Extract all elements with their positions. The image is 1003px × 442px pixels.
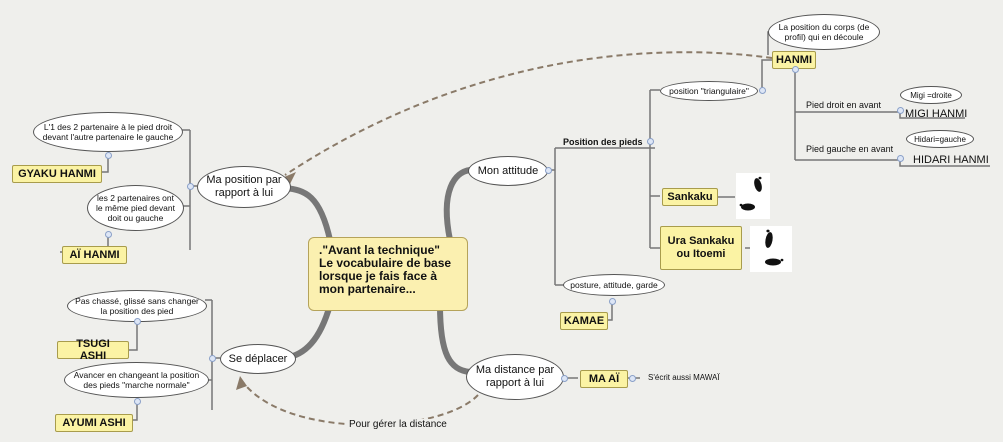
posture-attitude-garde[interactable]: posture, attitude, garde (563, 274, 665, 296)
tsugi-ashi-label[interactable]: TSUGI ASHI (57, 338, 129, 362)
branch-mon-attitude[interactable]: Mon attitude (468, 156, 548, 186)
ma-ai-label[interactable]: MA AÏ (580, 370, 628, 388)
collapse-dot-icon[interactable] (209, 355, 216, 362)
central-topic[interactable]: ."Avant la technique" Le vocabulaire de … (308, 237, 468, 311)
gyaku-hanmi-label[interactable]: GYAKU HANMI (12, 165, 102, 183)
collapse-dot-icon[interactable] (792, 66, 799, 73)
collapse-dot-icon[interactable] (647, 138, 654, 145)
position-triangulaire[interactable]: position "triangulaire" (660, 81, 758, 101)
migi-description[interactable]: Migi =droite (900, 86, 962, 104)
branch-ma-position[interactable]: Ma position par rapport à lui (197, 166, 291, 208)
collapse-dot-icon[interactable] (134, 398, 141, 405)
ai-hanmi-description[interactable]: les 2 partenaires ont le même pied devan… (87, 185, 184, 231)
tsugi-ashi-description[interactable]: Pas chassé, glissé sans changer la posit… (67, 290, 207, 322)
ayumi-ashi-label[interactable]: AYUMI ASHI (55, 414, 133, 432)
pied-droit-en-avant[interactable]: Pied droit en avant (806, 100, 882, 110)
collapse-dot-icon[interactable] (897, 107, 904, 114)
gerer-distance-label[interactable]: Pour gérer la distance (347, 419, 449, 430)
collapse-dot-icon[interactable] (609, 298, 616, 305)
mawai-note[interactable]: S'écrit aussi MAWAÏ (648, 373, 720, 382)
hanmi-label[interactable]: HANMI (772, 51, 816, 69)
collapse-dot-icon[interactable] (134, 318, 141, 325)
collapse-dot-icon[interactable] (545, 167, 552, 174)
migi-hanmi[interactable]: MIGI HANMI (905, 108, 968, 120)
pied-gauche-en-avant[interactable]: Pied gauche en avant (806, 144, 894, 154)
branch-se-deplacer[interactable]: Se déplacer (220, 344, 296, 374)
hidari-description[interactable]: Hidari=gauche (906, 130, 974, 148)
position-des-pieds[interactable]: Position des pieds (563, 137, 643, 147)
ai-hanmi-label[interactable]: AÏ HANMI (62, 246, 127, 264)
collapse-dot-icon[interactable] (105, 231, 112, 238)
collapse-dot-icon[interactable] (561, 375, 568, 382)
ura-sankaku-label[interactable]: Ura Sankaku ou Itoemi (660, 226, 742, 270)
collapse-dot-icon[interactable] (897, 155, 904, 162)
hidari-hanmi[interactable]: HIDARI HANMI (913, 154, 989, 166)
footprints-icon (736, 173, 770, 219)
collapse-dot-icon[interactable] (105, 152, 112, 159)
collapse-dot-icon[interactable] (629, 375, 636, 382)
gyaku-hanmi-description[interactable]: L'1 des 2 partenaire à le pied droit dev… (33, 112, 183, 152)
collapse-dot-icon[interactable] (187, 183, 194, 190)
ayumi-ashi-description[interactable]: Avancer en changeant la position des pie… (64, 362, 209, 398)
collapse-dot-icon[interactable] (759, 87, 766, 94)
footprints-icon (750, 226, 792, 272)
kamae-label[interactable]: KAMAE (560, 312, 608, 330)
sankaku-label[interactable]: Sankaku (662, 188, 718, 206)
branch-ma-distance[interactable]: Ma distance par rapport à lui (466, 354, 564, 400)
hanmi-description[interactable]: La position du corps (de profil) qui en … (768, 14, 880, 50)
